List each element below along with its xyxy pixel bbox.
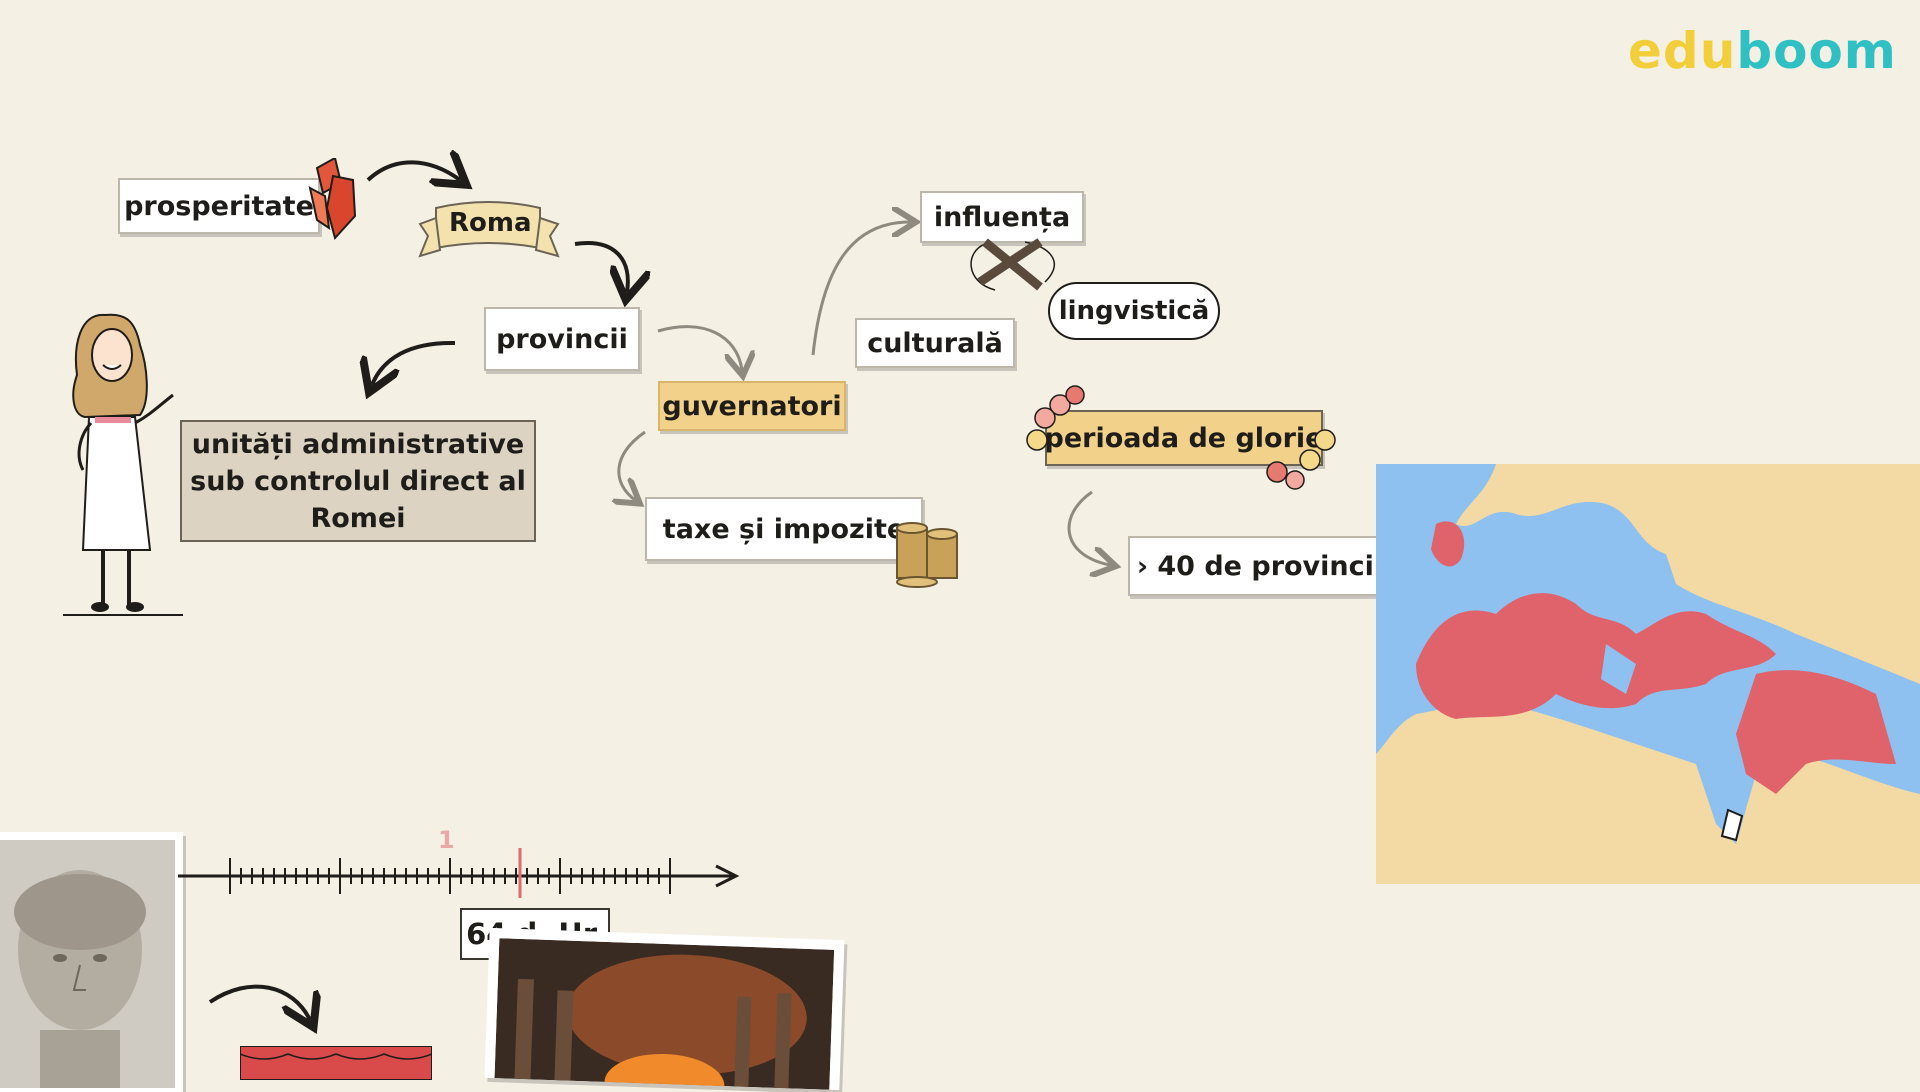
logo-part-edu: edu (1628, 22, 1737, 80)
arrow-prosperitate-roma (366, 162, 460, 180)
arrow-provincii-definition (372, 340, 456, 385)
card-culturala: culturală (855, 318, 1015, 368)
card-prosperitate: prosperitate (118, 178, 320, 234)
crystal-icon (308, 158, 357, 241)
arrow-guvernatori-taxe (619, 430, 646, 500)
card-provinces-count: › 40 de provincii (1128, 536, 1392, 596)
card-taxe: taxe și impozite (645, 497, 923, 561)
arrow-provincii-guvernatori (657, 325, 742, 370)
coins-icon (896, 522, 958, 588)
label-culturala: culturală (867, 327, 1003, 359)
flowers-icon (1026, 385, 1336, 490)
arrow-bottom-left (208, 984, 310, 1020)
card-provincii: provincii (484, 307, 640, 371)
label-provincii: provincii (496, 323, 628, 355)
arrow-glorie-provincii (1067, 490, 1110, 565)
label-guvernatori: guvernatori (662, 390, 842, 422)
statue-image (0, 840, 175, 1088)
label-prosperitate: prosperitate (124, 190, 314, 222)
definition-scroll: unități administrative sub controlul dir… (180, 420, 536, 542)
timeline (178, 848, 740, 898)
fire-of-rome-painting (484, 927, 845, 1091)
label-provinces-count: › 40 de provincii (1136, 550, 1384, 582)
painting-image (494, 938, 835, 1090)
arrow-guvernatori-influenta (811, 222, 910, 356)
eduboom-logo: eduboom (1628, 22, 1897, 80)
card-influenta: influența (920, 191, 1084, 243)
label-lingvistica: lingvistică (1058, 296, 1210, 326)
banner-glorie: perioada de glorie (1044, 410, 1324, 466)
label-glorie: perioada de glorie (1044, 422, 1324, 454)
crossed-icon (970, 238, 1056, 291)
speech-lingvistica: lingvistică (1048, 282, 1220, 340)
roma-banner (418, 201, 560, 258)
narrator-character (63, 313, 183, 616)
card-guvernatori: guvernatori (658, 381, 846, 431)
cursor-icon (1720, 808, 1744, 842)
timeline-tick-label: 1 (438, 826, 455, 854)
label-influenta: influența (933, 201, 1071, 233)
logo-part-boom: boom (1736, 22, 1897, 80)
nero-statue-photo (0, 832, 183, 1092)
label-taxe: taxe și impozite (662, 513, 906, 545)
label-roma: Roma (449, 208, 532, 238)
arrow-roma-provincii (574, 241, 628, 292)
curtain-icon (240, 1046, 432, 1080)
roman-empire-map (1376, 464, 1920, 884)
